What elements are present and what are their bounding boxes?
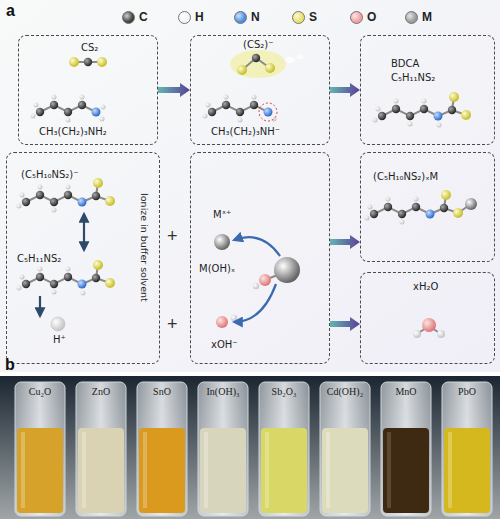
vertical-note: Ionize in buffer solvent [139, 193, 150, 302]
legend-text: H [195, 10, 204, 24]
formula-label: (C₅H₁₀NS₂)ₓM [373, 171, 438, 183]
formula-label: C₅H₁₁NS₂ [17, 253, 61, 265]
formula-label: (C₅H₁₀NS₂)⁻ [21, 169, 78, 181]
dashed-box: CS₂ CH₃(CH₂)₃NH₂ [18, 35, 158, 145]
legend-swatch [178, 11, 191, 24]
formula-label: Mˣ⁺ [213, 209, 231, 221]
reaction-arrow [330, 317, 360, 331]
panel-label: a [6, 2, 15, 20]
bdca-molecule [17, 260, 116, 296]
amide-anion-molecule [203, 95, 278, 123]
formula-label: CH₃(CH₂)₃NH₂ [39, 126, 107, 138]
vial-label: Cu₂O [10, 386, 70, 397]
vial-label: Cd(OH)₂ [315, 386, 375, 397]
vial-label: PbO [437, 386, 497, 397]
formula-label: BDCA [391, 58, 419, 70]
legend-text: M [422, 10, 432, 24]
vial-label: ZnO [71, 386, 131, 397]
dashed-box: BDCA C₅H₁₁NS₂ [360, 35, 495, 145]
vial-label: Sb₂O₃ [254, 386, 314, 397]
legend-swatch [350, 11, 363, 24]
formula-label: CS₂ [81, 42, 98, 54]
dashed-box: (C₅H₁₀NS₂)⁻ C₅H₁₁NS₂ Ionize in buffer solv… [6, 152, 160, 364]
panel-label: b [5, 356, 15, 374]
dashed-box: Mˣ⁺ M(OH)ₓ xOH⁻ [190, 152, 330, 364]
bdca-molecule [373, 92, 472, 128]
butylamine-molecule [31, 95, 106, 123]
legend-swatch [405, 11, 418, 24]
formula-label: C₅H₁₁NS₂ [391, 72, 435, 84]
formula-label: M(OH)ₓ [199, 263, 235, 275]
dissociation-arrow [234, 237, 280, 256]
formula-label: xOH⁻ [211, 339, 238, 351]
legend-text: C [139, 10, 148, 24]
legend-swatch [122, 11, 135, 24]
cs2-anion-molecule [230, 50, 304, 78]
dashed-box: (C₅H₁₀NS₂)ₓM [360, 152, 495, 262]
reaction-arrow [158, 83, 190, 97]
formula-label: (CS₂)⁻ [243, 39, 273, 51]
legend-text: N [251, 10, 260, 24]
dissociation-arrow [234, 284, 276, 322]
plus-sign: + [167, 226, 178, 247]
formula-label: CH₃(CH₂)₃NH⁻ [211, 126, 280, 138]
water-molecule [413, 318, 445, 338]
legend-swatch [234, 11, 247, 24]
legend-text: S [309, 10, 317, 24]
reaction-arrow [330, 235, 360, 249]
legend-swatch [292, 11, 305, 24]
vial-label: In(OH)₃ [193, 386, 253, 397]
cs2-molecule [69, 57, 107, 67]
metal-complex-molecule [365, 190, 478, 225]
metal-ion [214, 234, 230, 250]
dithiocarbamate-anion [17, 178, 116, 213]
dashed-box: (CS₂)⁻ CH₃(CH₂)₃NH⁻ [190, 35, 330, 145]
equilibrium-arrow [83, 214, 85, 250]
reaction-arrow [330, 83, 360, 97]
photo-background [0, 376, 500, 519]
panel-background [0, 0, 500, 372]
vial-label: SnO [132, 386, 192, 397]
proton-atom [51, 317, 65, 331]
formula-label: xH₂O [413, 281, 438, 293]
formula-label: H⁺ [53, 334, 66, 346]
dashed-box: xH₂O [360, 272, 495, 364]
legend-text: O [367, 10, 376, 24]
ionize-arrow [39, 296, 41, 316]
vial-label: MnO [376, 386, 436, 397]
plus-sign: + [167, 314, 178, 335]
vial-row [15, 382, 492, 516]
